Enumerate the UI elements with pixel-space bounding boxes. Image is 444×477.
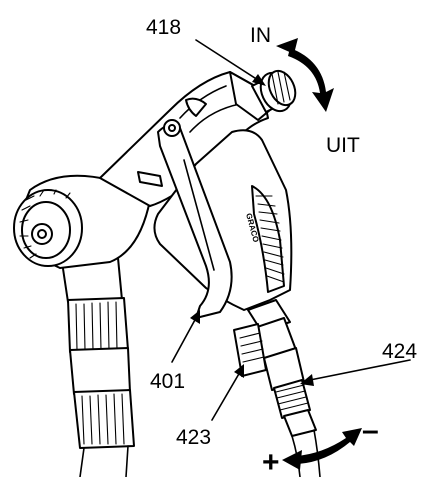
leader-arrow-icon: [195, 39, 266, 86]
callout-423: 423: [176, 426, 211, 449]
leader-arrow-icon: [211, 364, 244, 421]
callout-424: 424: [382, 340, 417, 363]
callout-uit: UIT: [326, 134, 360, 157]
nozzle-head: [13, 174, 151, 269]
trigger: [137, 119, 233, 319]
fluid-tube-assembly: [61, 257, 135, 477]
minus-sign: –: [362, 414, 379, 447]
curved-double-arrow-icon: [282, 428, 362, 470]
leader-arrow-icon: [300, 359, 411, 386]
leader-arrow-icon: [171, 310, 200, 363]
callout-401: 401: [150, 370, 185, 393]
callout-418: 418: [146, 16, 181, 39]
plus-sign: +: [262, 446, 280, 477]
fluid-fittings: [233, 299, 321, 477]
curved-double-arrow-icon: [276, 38, 334, 112]
adjustment-knob: [251, 69, 297, 113]
callout-in: IN: [250, 24, 271, 47]
